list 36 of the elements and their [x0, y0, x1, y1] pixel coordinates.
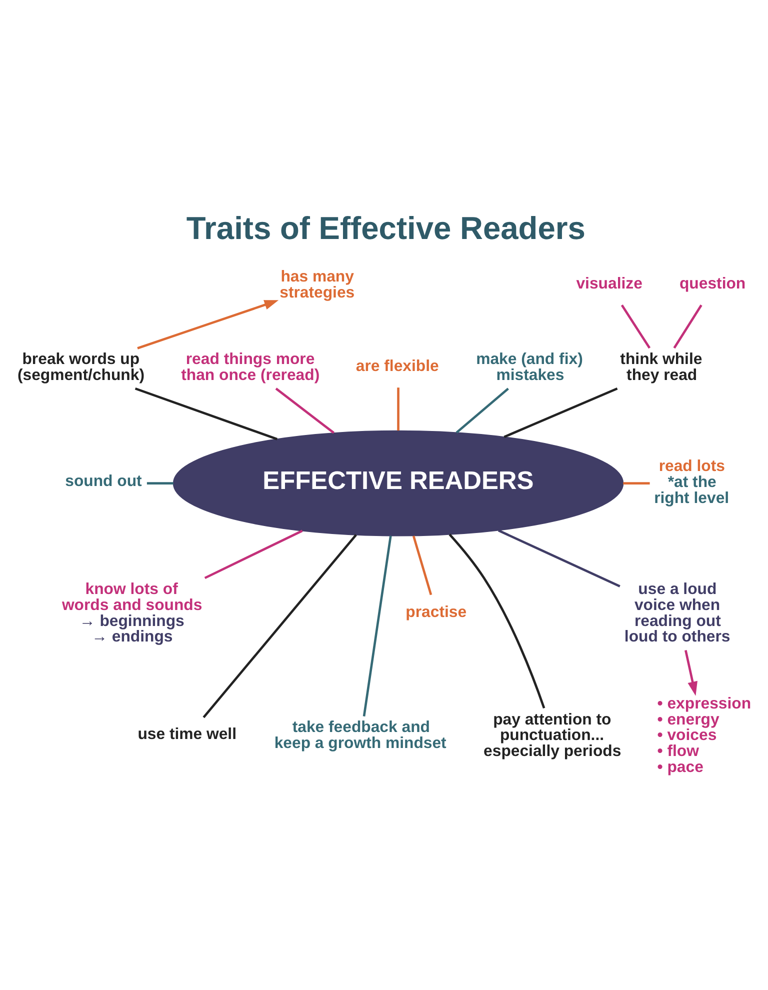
connector: [362, 535, 392, 716]
node-text: sound out: [64, 472, 142, 490]
arrow: [136, 300, 278, 349]
connector: [412, 535, 432, 595]
connector: [448, 533, 545, 708]
arrow: [684, 650, 697, 696]
connector: [497, 528, 620, 587]
node-text: think while they read: [620, 350, 702, 384]
diagram-title: Traits of Effective Readers: [186, 210, 585, 246]
connector: [202, 534, 356, 718]
connector: [204, 529, 302, 579]
connector: [396, 387, 399, 430]
node-text: use a loud voice when reading out loud to others: [624, 580, 730, 646]
node-text: take feedback and keep a growth mindset: [274, 718, 446, 752]
connector: [274, 387, 334, 434]
node-ellipse: EFFECTIVE READERS: [172, 430, 624, 536]
node-text: break words up (segment/chunk): [16, 350, 144, 384]
connector: [503, 387, 618, 438]
connector: [672, 304, 702, 348]
connector: [134, 386, 277, 440]
node-text: • expression • energy • voices • flow • pace: [656, 694, 751, 776]
node-text: visualize: [576, 274, 642, 292]
node-text: use time well: [137, 726, 236, 743]
node-text: know lots of words and sounds → beginnings → endings: [61, 580, 202, 646]
node-text: question: [679, 274, 746, 292]
connector: [146, 482, 173, 484]
connector: [620, 304, 650, 348]
node-text: read lots *at the right level: [654, 458, 729, 506]
node-text: make (and fix) mistakes: [476, 350, 582, 384]
node-text: are flexible: [355, 358, 438, 375]
connector: [455, 387, 508, 433]
node-text: read things more than once (reread): [180, 350, 320, 384]
node-text: practise: [405, 603, 466, 620]
node-text: has many strategies: [279, 268, 354, 301]
node-text: pay attention to punctuation... especially periods: [483, 710, 621, 760]
connector: [622, 482, 650, 484]
